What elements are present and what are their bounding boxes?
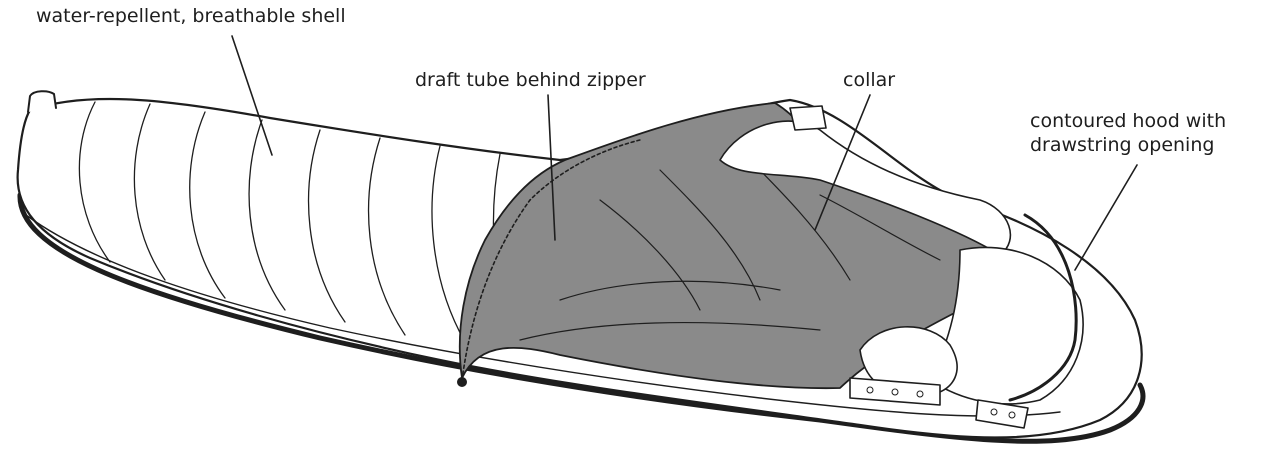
zipper-pull	[457, 377, 467, 387]
label-draft-tube: draft tube behind zipper	[415, 68, 646, 92]
label-collar: collar	[843, 68, 895, 92]
collar-tab	[790, 106, 826, 130]
label-hood: contoured hood with drawstring opening	[1030, 109, 1226, 157]
label-hood-line-2: drawstring opening	[1030, 133, 1226, 157]
label-hood-line-1: contoured hood with	[1030, 109, 1226, 133]
label-shell: water-repellent, breathable shell	[36, 4, 346, 28]
leader-line-hood	[1075, 165, 1137, 270]
